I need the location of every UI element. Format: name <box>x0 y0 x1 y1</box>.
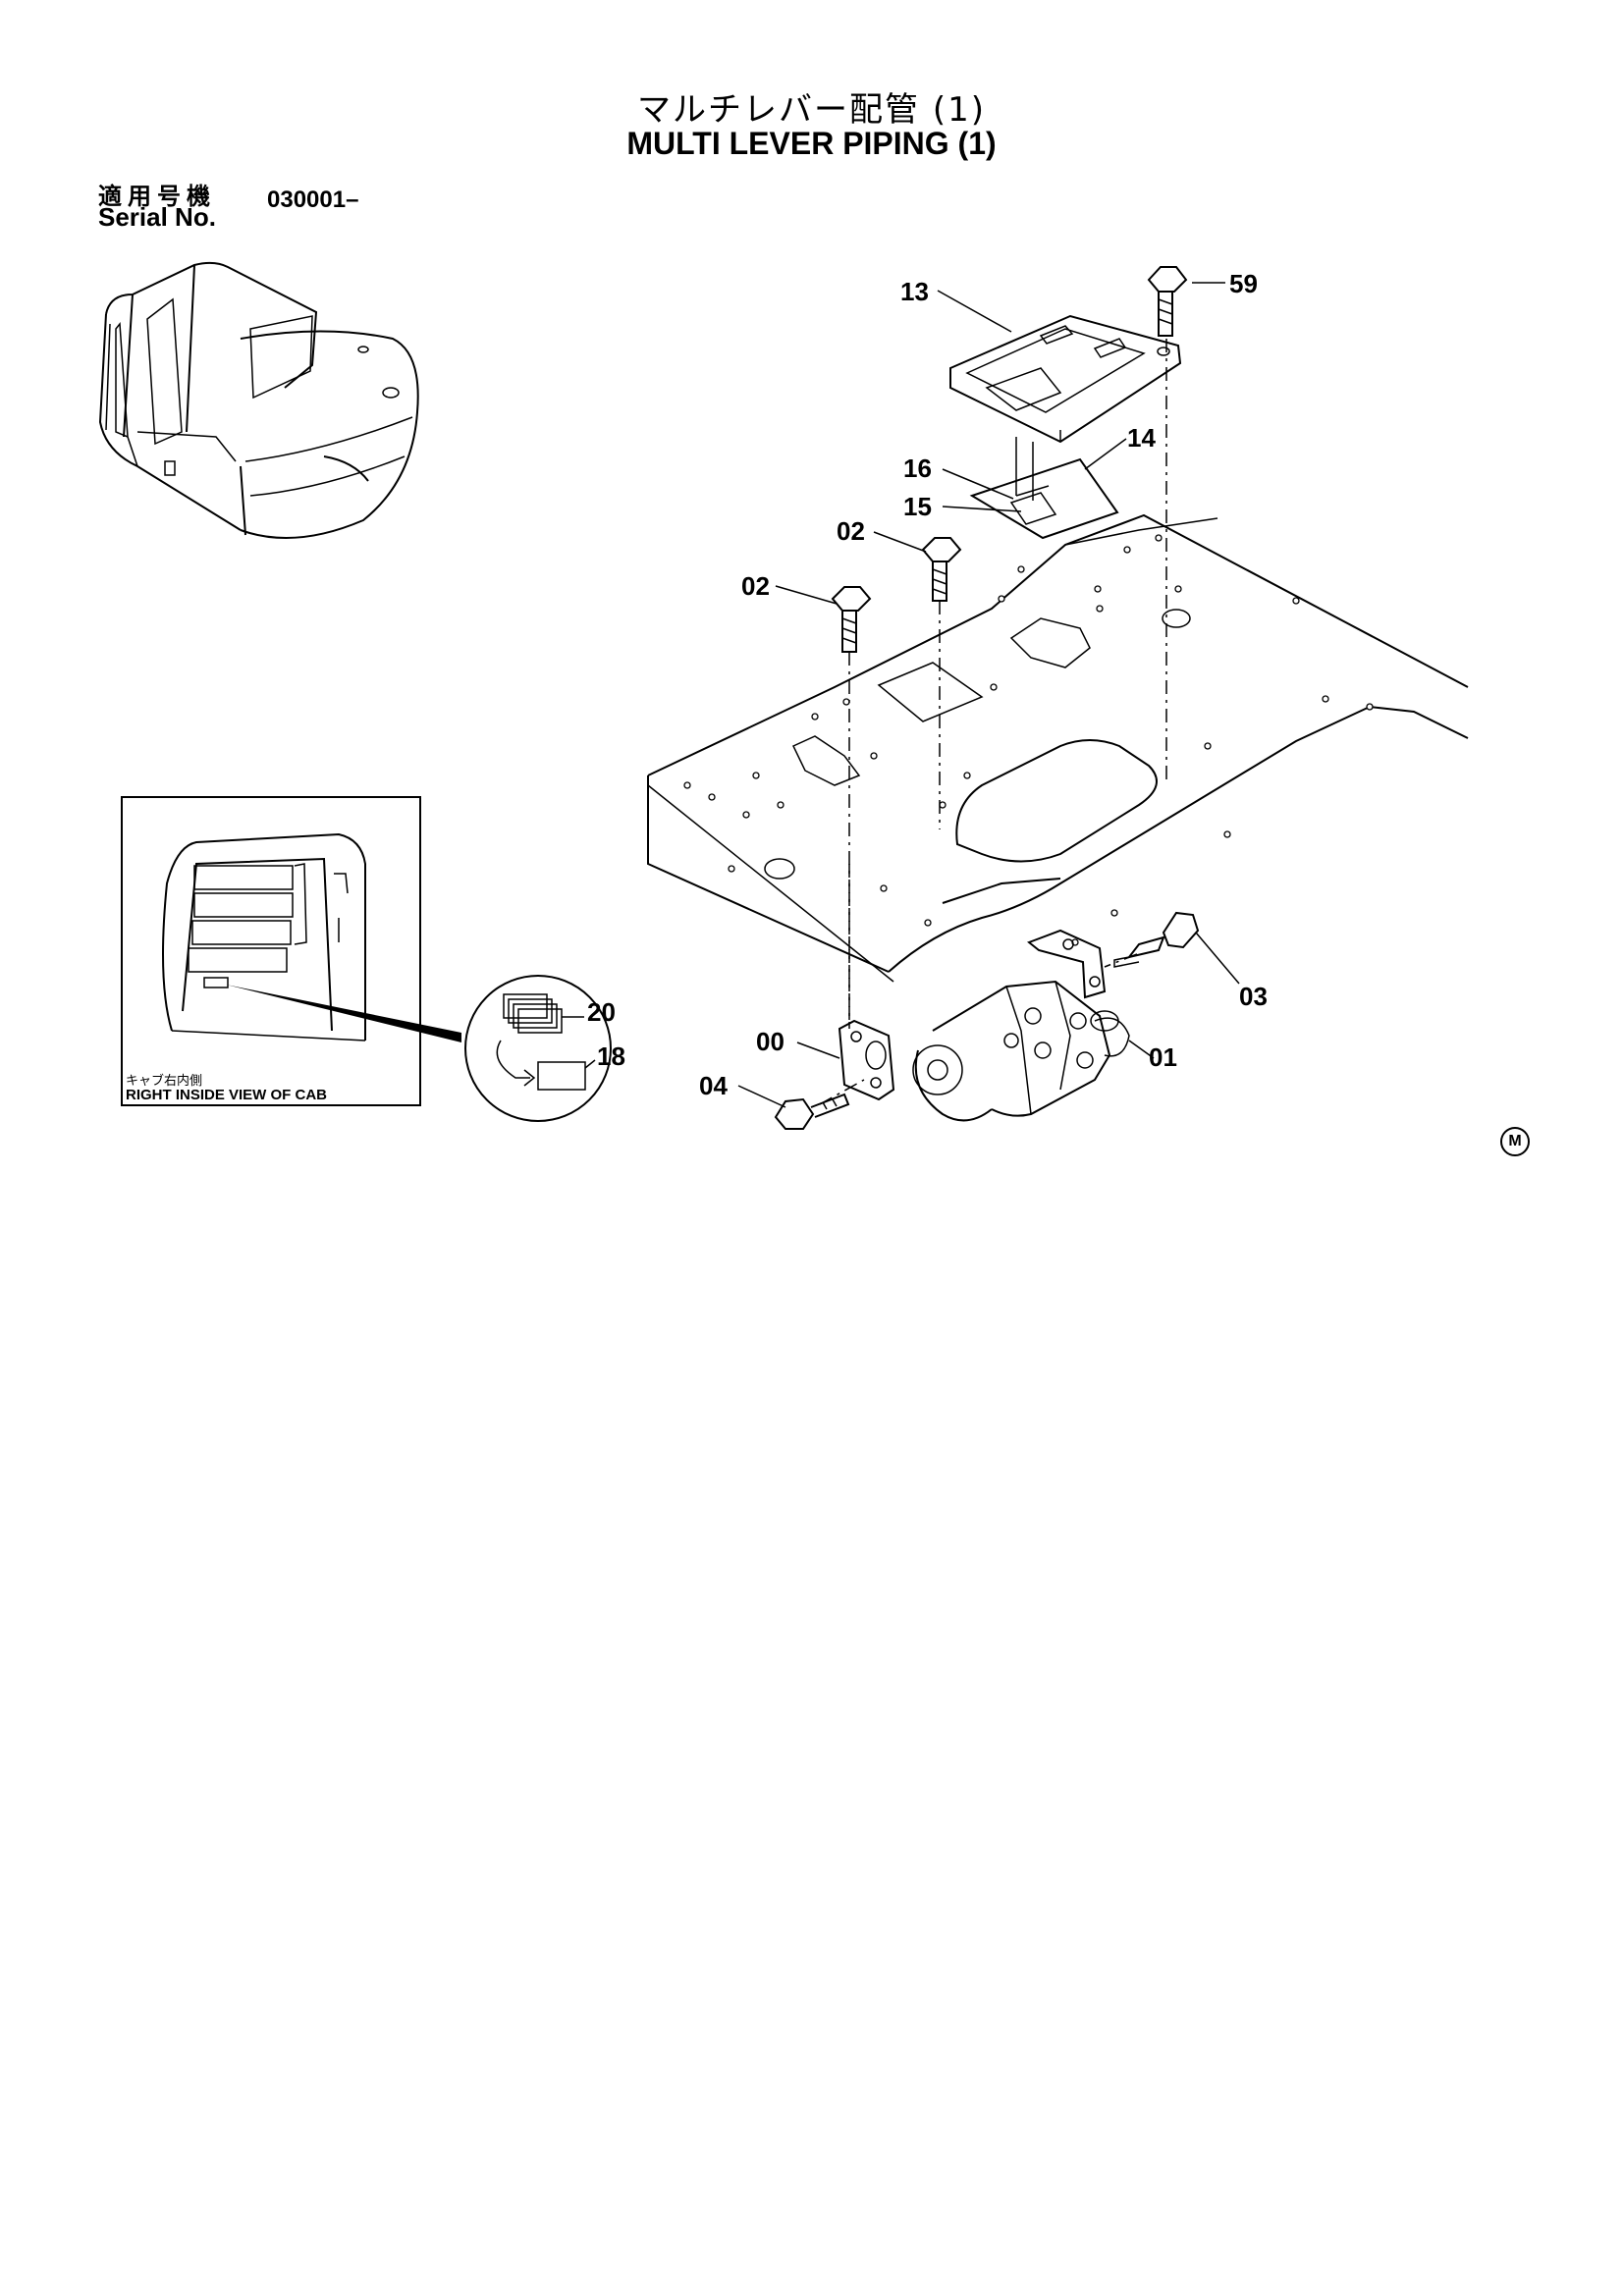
inset-caption-english: RIGHT INSIDE VIEW OF CAB <box>126 1087 328 1103</box>
decal-detail-circle <box>464 975 612 1122</box>
cover-plate <box>949 314 1182 501</box>
callout-03: 03 <box>1239 982 1268 1011</box>
serial-label-english: Serial No. <box>98 202 216 232</box>
circled-m-mark: M <box>1500 1127 1530 1156</box>
serial-label-japanese: 適用号機 <box>98 183 216 210</box>
assembly-center-lines <box>819 339 1167 1105</box>
callout-18: 18 <box>597 1041 625 1071</box>
callout-02-lower: 02 <box>741 571 770 601</box>
callout-15: 15 <box>903 492 932 521</box>
bolt-02-lower <box>831 586 872 653</box>
leader-lines <box>737 282 1240 1108</box>
bolt-02-upper <box>921 537 962 602</box>
callout-01: 01 <box>1149 1042 1177 1072</box>
page-title-english: MULTI LEVER PIPING (1) <box>626 126 997 161</box>
excavator-cab-illustration <box>98 261 419 539</box>
bracket-01 <box>1027 929 1107 999</box>
bolt-04 <box>774 1093 850 1130</box>
serial-number-value: 030001– <box>267 187 359 213</box>
callout-59: 59 <box>1229 269 1258 298</box>
callout-00: 00 <box>756 1027 784 1056</box>
callout-13: 13 <box>900 277 929 306</box>
bolt-59 <box>1147 266 1188 337</box>
floor-plate <box>647 513 1469 983</box>
multi-lever-valve <box>912 980 1130 1122</box>
bracket-00 <box>838 1019 895 1101</box>
cab-inside-view-inset <box>121 796 461 1106</box>
callout-14: 14 <box>1127 423 1156 453</box>
plate-and-pads <box>969 457 1119 540</box>
callout-04: 04 <box>699 1071 728 1100</box>
callout-20: 20 <box>587 997 616 1027</box>
inset-caption-japanese: キャブ右内側 <box>126 1074 203 1089</box>
callout-02-upper: 02 <box>837 516 865 546</box>
page-title-japanese: マルチレバー配管 (1) <box>637 90 986 130</box>
callout-16: 16 <box>903 454 932 483</box>
